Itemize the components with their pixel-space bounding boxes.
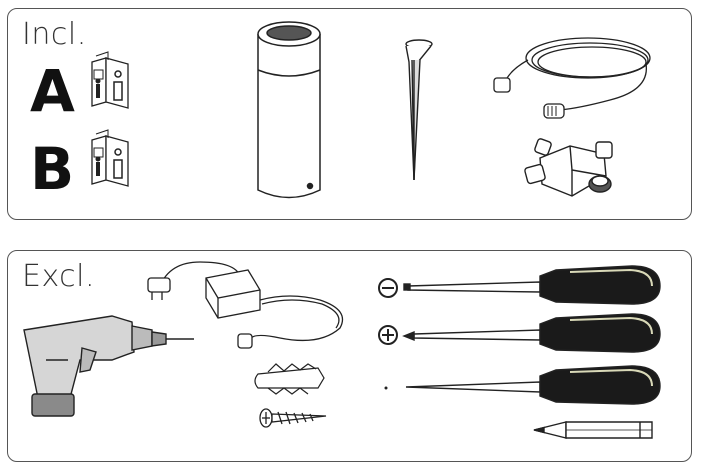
manual-b-booklet-icon [91,129,129,187]
cable-icon [493,37,651,119]
plus-symbol-icon [378,325,398,345]
bollard-lamp-icon [257,21,321,199]
manual-a-letter: A [30,57,75,125]
manual-b-letter: B [30,135,75,203]
wall-plug-icon [254,363,325,395]
screw-icon [259,408,327,428]
included-heading: Incl. [22,17,87,52]
flathead-screwdriver-icon [403,265,661,305]
drill-icon [23,315,194,417]
manual-a-booklet-icon [91,51,129,109]
pencil-icon [533,421,653,439]
power-adapter-icon [147,261,344,349]
awl-icon [405,365,661,405]
phillips-screwdriver-icon [402,313,661,353]
minus-symbol-icon [378,278,398,298]
awl-dot-icon [384,386,388,390]
excluded-heading: Excl. [22,259,96,294]
ground-spike-icon [405,39,433,181]
t-connector-icon [524,138,613,197]
